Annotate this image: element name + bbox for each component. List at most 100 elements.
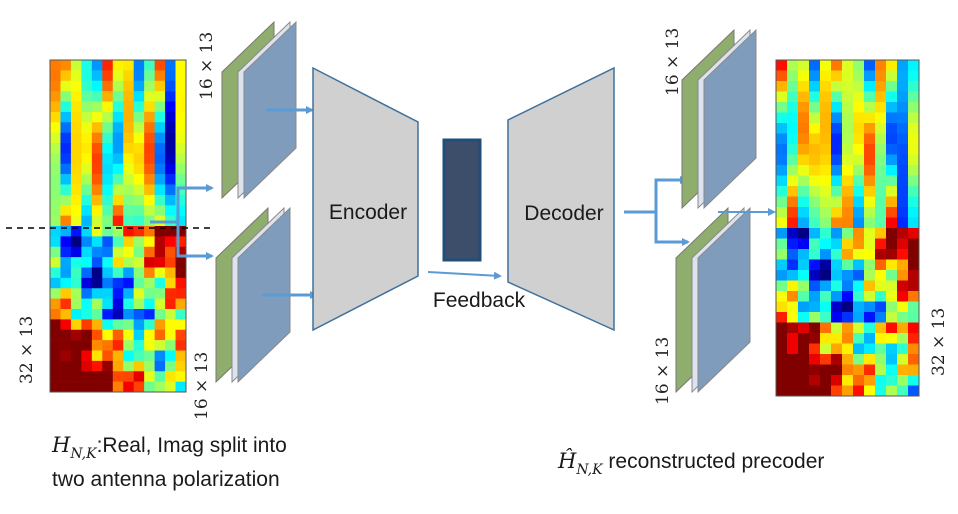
heatmap-cell [60, 340, 72, 351]
heatmap-cell [809, 322, 821, 334]
heatmap-cell [144, 329, 155, 341]
heatmap-cell [886, 207, 898, 218]
heatmap-cell [776, 196, 788, 208]
caption-symbol-h: H [51, 433, 71, 457]
heatmap-cell [91, 360, 103, 372]
heatmap-cell [875, 60, 887, 71]
heatmap-cell [831, 301, 843, 313]
heatmap-cell [798, 385, 810, 397]
heatmap-cell [831, 154, 843, 166]
heatmap-cell [886, 259, 898, 271]
heatmap-cell [886, 270, 898, 281]
heatmap-cell [864, 144, 876, 155]
heatmap-cell [776, 123, 788, 134]
caption-text: :Real, Imag split into [97, 434, 287, 457]
heatmap-cell [820, 112, 832, 124]
heatmap-cell [165, 70, 176, 82]
heatmap-cell [842, 343, 854, 355]
heatmap-cell [842, 238, 854, 250]
heatmap-cell [102, 309, 114, 320]
heatmap-cell [133, 70, 145, 82]
heatmap-cell [798, 280, 810, 292]
heatmap-cell [112, 329, 124, 341]
heatmap-cell [81, 80, 93, 92]
heatmap-cell [165, 360, 176, 372]
feedback-label: Feedback [433, 289, 526, 312]
heatmap-cell [875, 70, 887, 82]
heatmap-cell [81, 101, 93, 113]
heatmap-cell [875, 102, 887, 113]
heatmap-cell [875, 207, 887, 218]
heatmap-cell [831, 312, 843, 323]
heatmap-cell [853, 186, 865, 197]
heatmap-cell [908, 228, 920, 239]
heatmap-cell [798, 354, 810, 365]
heatmap-cell [60, 184, 72, 196]
heatmap-cell [175, 91, 187, 102]
heatmap-cell [798, 102, 810, 113]
heatmap-cell [102, 288, 114, 299]
heatmap-cell [809, 186, 821, 197]
heatmap-cell [154, 91, 166, 102]
heatmap-cell [112, 70, 124, 82]
heatmap-cell [886, 154, 898, 166]
heatmap-cell [787, 375, 799, 386]
heatmap-cell [798, 112, 810, 124]
heatmap-cell [50, 298, 61, 310]
heatmap-cell [809, 196, 821, 208]
heatmap-cell [886, 91, 898, 103]
heatmap-cell [144, 194, 155, 206]
heatmap-cell [70, 246, 82, 258]
caption-subscript-nk: N,K [575, 462, 604, 478]
heatmap-cell [102, 194, 114, 206]
heatmap-cell [112, 236, 124, 248]
heatmap-cell [820, 375, 832, 386]
heatmap-cell [102, 277, 114, 289]
heatmap-cell [908, 207, 920, 218]
heatmap-cell [91, 184, 103, 196]
heatmap-cell [81, 122, 93, 133]
heatmap-cell [842, 175, 854, 187]
heatmap-cell [91, 288, 103, 299]
heatmap-cell [831, 123, 843, 134]
heatmap-cell [842, 217, 854, 229]
heatmap-cell [853, 196, 865, 208]
heatmap-cell [91, 267, 103, 279]
heatmap-cell [60, 60, 72, 71]
heatmap-cell [897, 70, 909, 82]
heatmap-cell [70, 143, 82, 154]
heatmap-cell [842, 123, 854, 134]
heatmap-cell [102, 340, 114, 351]
heatmap-cell [853, 333, 865, 344]
heatmap-cell [112, 350, 124, 362]
heatmap-cell [165, 205, 176, 216]
heatmap-cell [175, 236, 187, 248]
heatmap-cell [798, 259, 810, 271]
heatmap-cell [81, 319, 93, 331]
heatmap-cell [175, 60, 187, 71]
heatmap-cell [864, 322, 876, 334]
heatmap-cell [864, 91, 876, 103]
heatmap-cell [787, 102, 799, 113]
heatmap-cell [798, 312, 810, 323]
decoder-label: Decoder [524, 202, 603, 225]
heatmap-cell [91, 309, 103, 320]
heatmap-cell [112, 91, 124, 102]
heatmap-cell [102, 184, 114, 196]
heatmap-cell [809, 249, 821, 260]
heatmap-cell [81, 288, 93, 299]
heatmap-cell [798, 322, 810, 334]
heatmap-cell [112, 143, 124, 154]
heatmap-cell [112, 184, 124, 196]
heatmap-cell [123, 360, 134, 372]
heatmap-cell [853, 102, 865, 113]
heatmap-cell [820, 165, 832, 176]
heatmap-cell [842, 322, 854, 334]
heatmap-cell [50, 267, 61, 279]
heatmap-cell [165, 184, 176, 196]
heatmap-cell [875, 154, 887, 166]
heatmap-cell [776, 70, 788, 82]
heatmap-cell [133, 381, 145, 393]
heatmap-cell [60, 153, 72, 165]
heatmap-cell [144, 101, 155, 113]
